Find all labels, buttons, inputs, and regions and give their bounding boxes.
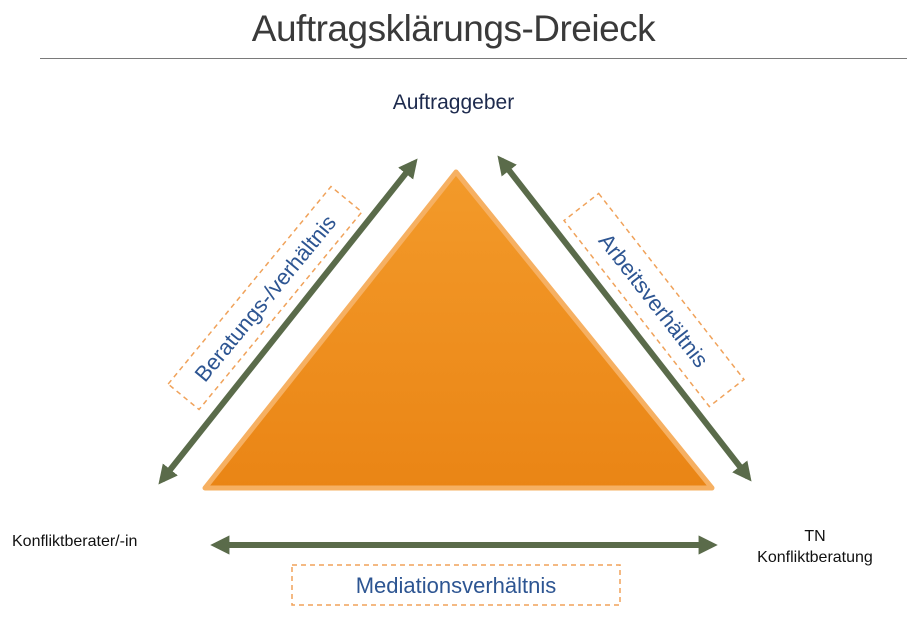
node-konfliktberater: Konfliktberater/-in [12,533,138,550]
bottom-relation-box [291,564,621,606]
right-relation-box [562,192,746,408]
bottom-relation-label: Mediationsverhältnis [356,573,557,598]
diagram-title: Auftragsklärungs-Dreieck [251,8,656,49]
node-tn-konfliktberatung: TN Konfliktberatung [730,526,900,568]
right-edge-arrow [497,155,752,482]
left-edge-arrow [158,158,418,485]
node-tn-line1: TN [804,528,826,545]
node-auftraggeber: Auftraggeber [392,91,515,114]
title-divider [40,58,907,59]
node-tn-line2: Konfliktberatung [757,549,873,566]
